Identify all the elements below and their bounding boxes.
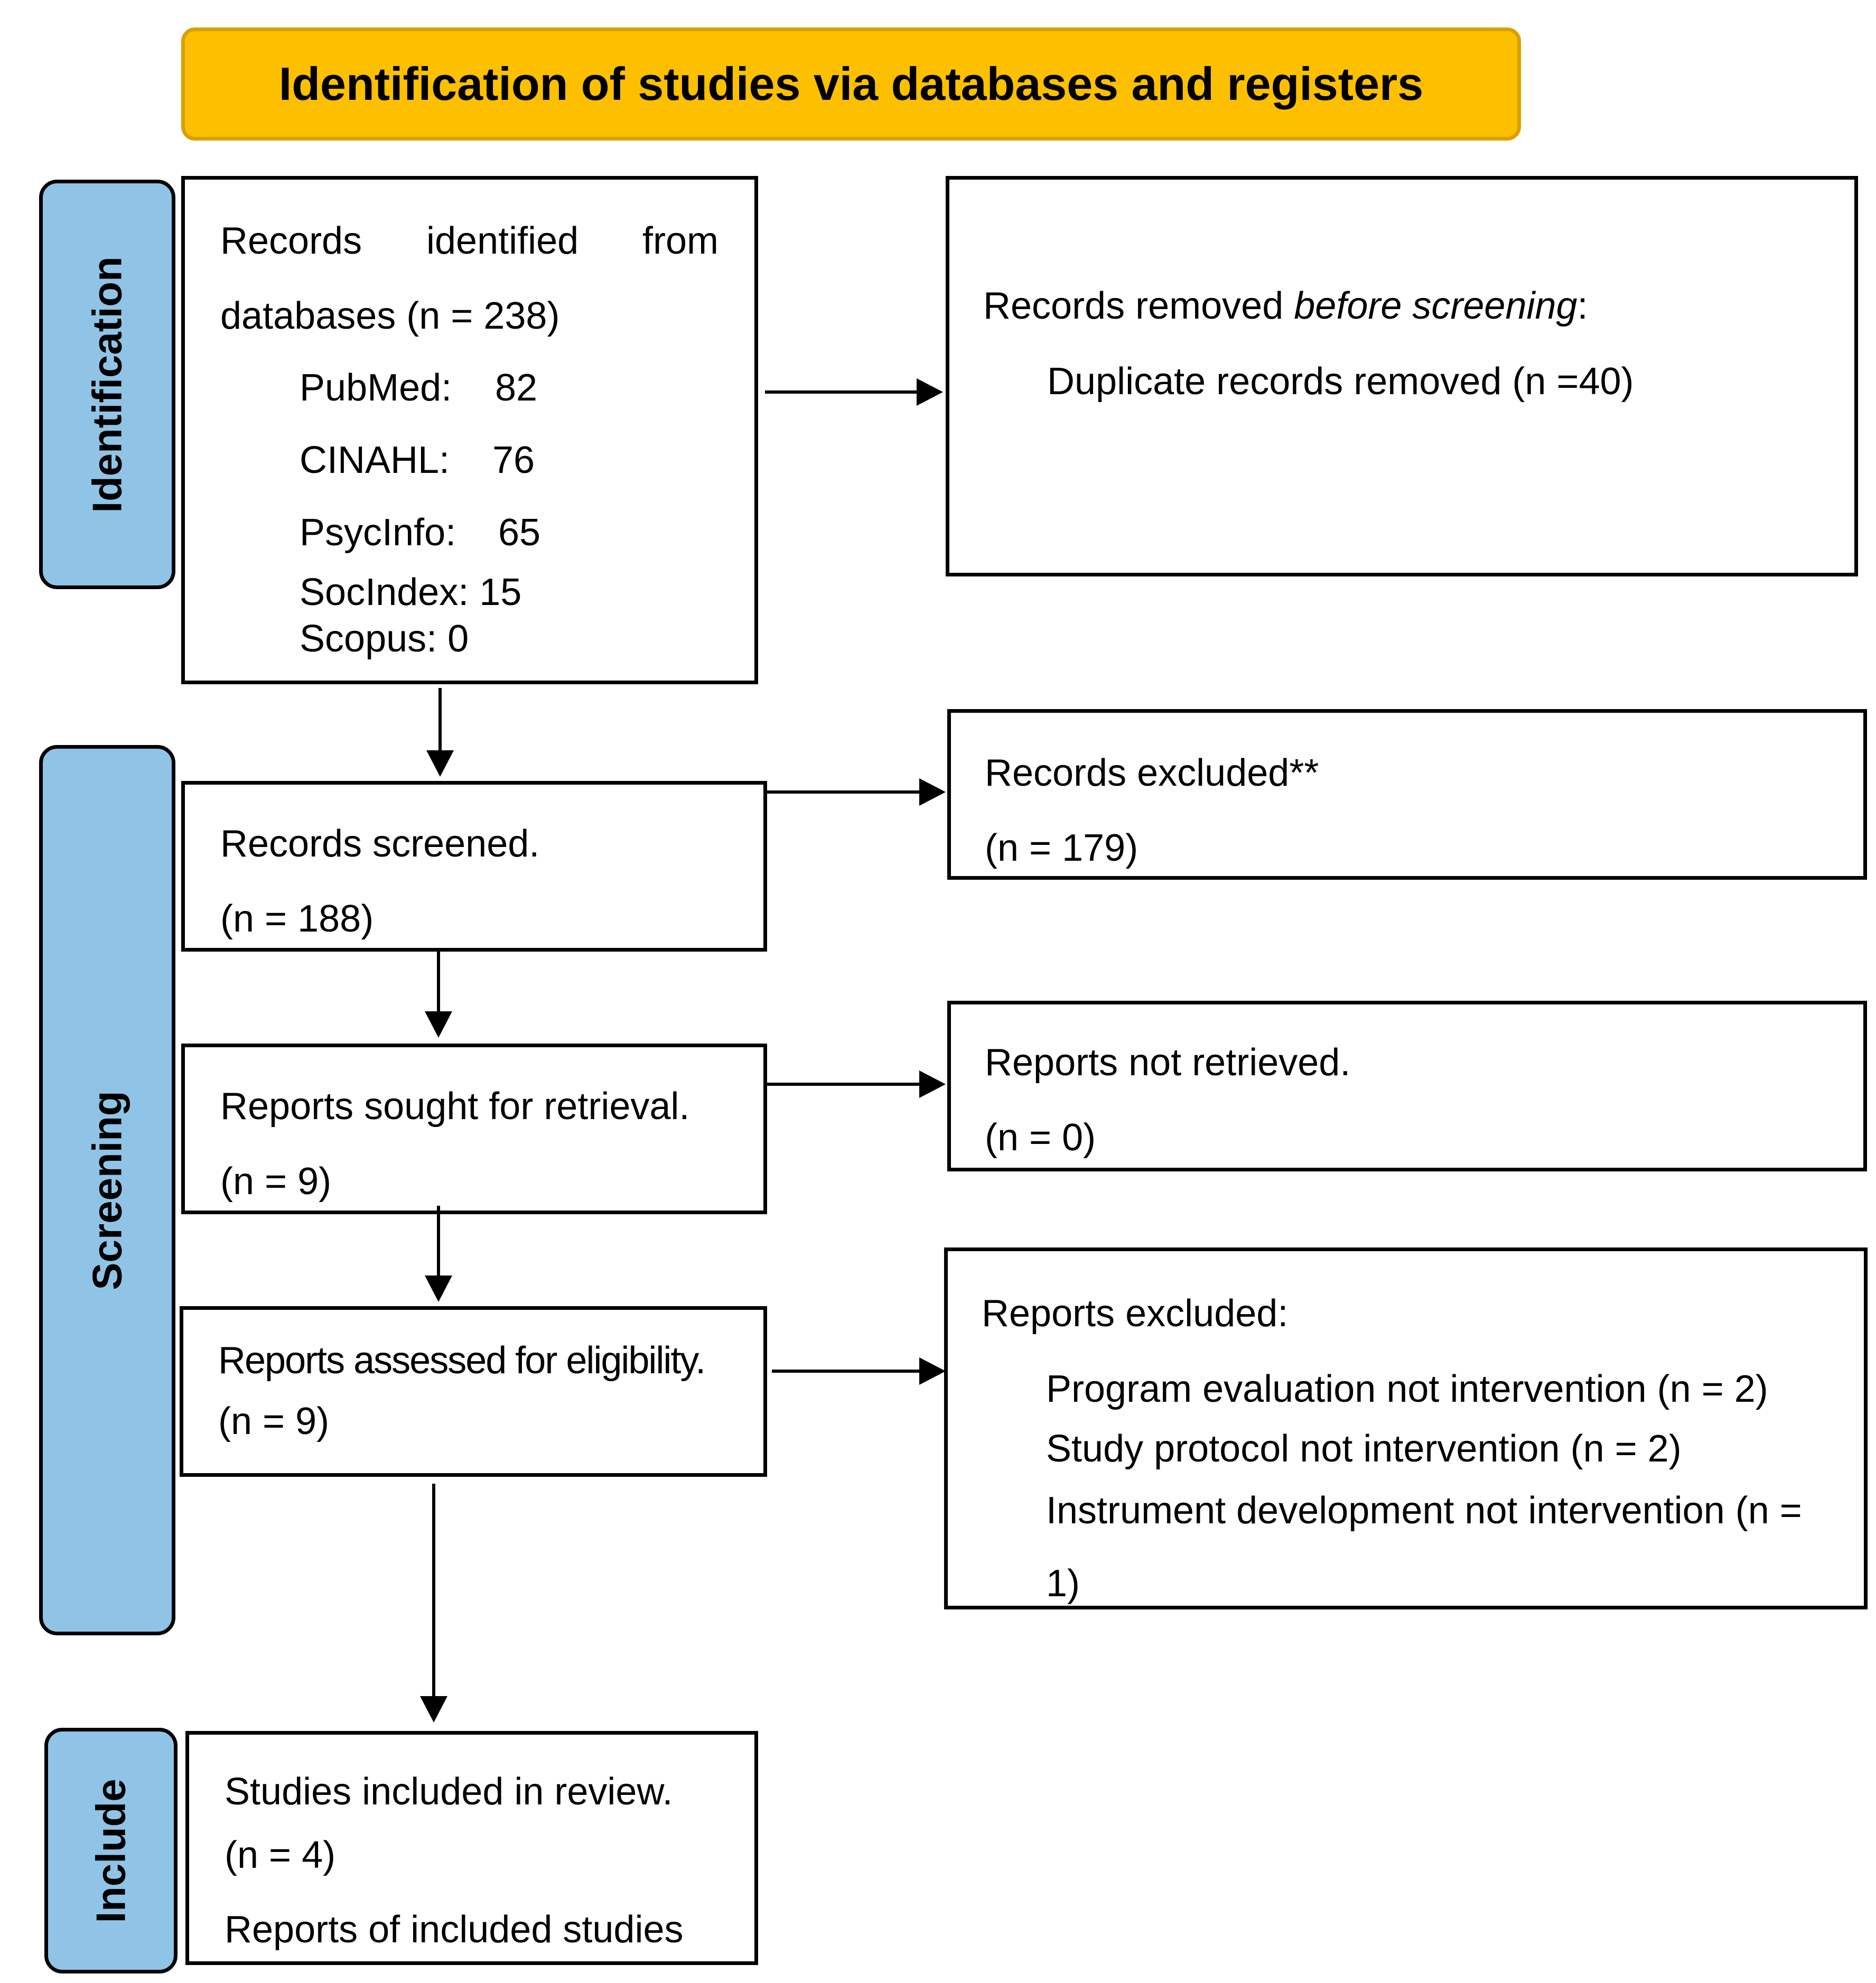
arrow-screened-to-sought-head: [425, 1011, 452, 1038]
reports-excluded-box: Reports excluded: Program evaluation not…: [944, 1247, 1868, 1609]
source-pubmed-name: PubMed:: [300, 367, 452, 409]
duplicates-removed: Duplicate records removed (n =40): [1047, 360, 1634, 403]
sought-title: Reports sought for retrieval.: [220, 1085, 690, 1128]
removed-heading-italic: before screening: [1294, 285, 1578, 327]
assessed-title: Reports assessed for eligibility.: [218, 1339, 706, 1382]
records-excluded-box: Records excluded** (n = 179): [947, 709, 1867, 880]
identified-total: databases (n = 238): [220, 295, 560, 337]
source-pubmed-count: 82: [495, 367, 538, 409]
source-scopus: Scopus: 0: [300, 618, 469, 660]
source-psycinfo-count: 65: [498, 511, 541, 554]
source-cinahl-name: CINAHL:: [300, 439, 450, 481]
removed-heading: Records removed before screening:: [983, 287, 1588, 325]
records-removed-box: Records removed before screening: Duplic…: [946, 176, 1858, 576]
arrow-assessed-to-included-head: [420, 1696, 447, 1723]
header-title: Identification of studies via databases …: [278, 58, 1424, 110]
sought-count: (n = 9): [220, 1160, 332, 1203]
source-cinahl-count: 76: [492, 439, 535, 481]
included-count: (n = 4): [225, 1834, 336, 1876]
reports-sought-box: Reports sought for retrieval. (n = 9): [181, 1044, 767, 1214]
arrow-identified-to-screened-line: [438, 688, 442, 756]
records-screened-box: Records screened. (n = 188): [181, 781, 767, 952]
identified-word-records: Records: [220, 220, 362, 262]
screened-count: (n = 188): [220, 898, 374, 940]
identified-word-from: from: [642, 220, 718, 262]
reports-assessed-box: Reports assessed for eligibility. (n = 9…: [180, 1306, 767, 1477]
not-retrieved-count: (n = 0): [985, 1116, 1096, 1159]
assessed-count: (n = 9): [218, 1400, 330, 1442]
arrow-identified-to-screened-head: [426, 750, 454, 777]
phase-screening: Screening: [39, 745, 175, 1635]
excluded-title: Records excluded**: [985, 752, 1319, 794]
exclusion-reason-2: Study protocol not intervention (n = 2): [1046, 1428, 1682, 1470]
arrow-sought-to-assessed-head: [425, 1276, 452, 1302]
excluded-count: (n = 179): [985, 827, 1138, 869]
removed-heading-prefix: Records removed: [983, 285, 1294, 327]
arrow-screened-to-sought-line: [437, 951, 440, 1017]
exclusion-reason-1: Program evaluation not intervention (n =…: [1046, 1368, 1768, 1410]
arrow-assessed-to-included-line: [432, 1484, 435, 1700]
reports-excluded-title: Reports excluded:: [982, 1292, 1289, 1335]
identified-word-identified: identified: [426, 220, 579, 262]
studies-included-box: Studies included in review. (n = 4) Repo…: [185, 1731, 758, 1965]
arrow-screened-to-excluded-line: [767, 790, 920, 794]
records-identified-box: Records identified from databases (n = 2…: [181, 176, 758, 684]
exclusion-reason-3: Instrument development not intervention …: [1046, 1489, 1802, 1532]
reports-not-retrieved-box: Reports not retrieved. (n = 0): [947, 1001, 1867, 1171]
removed-heading-suffix: :: [1577, 285, 1588, 327]
arrow-identified-to-removed-line: [765, 390, 918, 394]
phase-screening-label: Screening: [83, 1090, 130, 1290]
phase-identification: Identification: [39, 180, 175, 589]
screened-title: Records screened.: [220, 823, 540, 865]
included-reports: Reports of included studies: [225, 1908, 684, 1951]
arrow-assessed-to-excluded-head: [919, 1357, 946, 1385]
header-banner: Identification of studies via databases …: [181, 27, 1521, 141]
arrow-assessed-to-excluded-line: [772, 1370, 923, 1373]
phase-include: Include: [44, 1728, 178, 1973]
phase-include-label: Include: [87, 1778, 134, 1923]
source-psycinfo-name: PsycInfo:: [300, 511, 456, 554]
exclusion-reason-3-wrap: 1): [1046, 1562, 1080, 1605]
arrow-sought-to-not-retrieved-line: [767, 1083, 920, 1086]
not-retrieved-title: Reports not retrieved.: [985, 1041, 1351, 1084]
arrow-sought-to-assessed-line: [437, 1206, 440, 1281]
included-title: Studies included in review.: [225, 1771, 673, 1813]
phase-identification-label: Identification: [83, 256, 130, 513]
arrow-sought-to-not-retrieved-head: [919, 1070, 946, 1098]
arrow-screened-to-excluded-head: [919, 778, 946, 806]
arrow-identified-to-removed-head: [917, 378, 943, 406]
source-socindex: SocIndex: 15: [300, 571, 522, 613]
